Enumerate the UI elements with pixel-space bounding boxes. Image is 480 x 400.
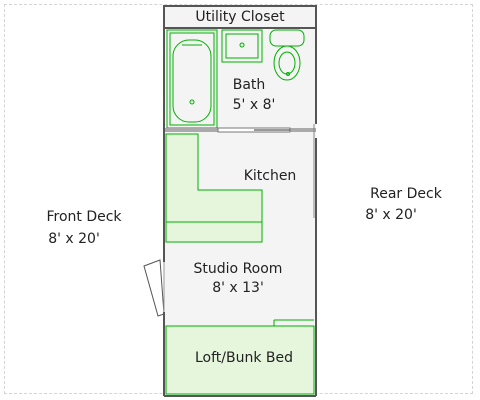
utility-closet-label: Utility Closet [195,9,285,25]
front-door [143,259,165,317]
loft-label: Loft/Bunk Bed [194,350,294,366]
studio-room-label: Studio Room [193,261,283,277]
bath-label: Bath [232,77,266,93]
sink [221,29,263,63]
rear-deck-label: Rear Deck [370,186,442,202]
bath-size: 5' x 8' [232,97,276,113]
bathtub [166,29,218,129]
toilet [269,29,305,81]
front-deck-label: Front Deck [46,209,122,225]
kitchen-label: Kitchen [243,168,297,184]
kitchen-counter-area [165,133,263,243]
front-deck-size: 8' x 20' [48,231,100,247]
rear-deck-size: 8' x 20' [365,207,417,223]
studio-room-size: 8' x 13' [212,280,264,296]
loft-area [165,325,315,395]
